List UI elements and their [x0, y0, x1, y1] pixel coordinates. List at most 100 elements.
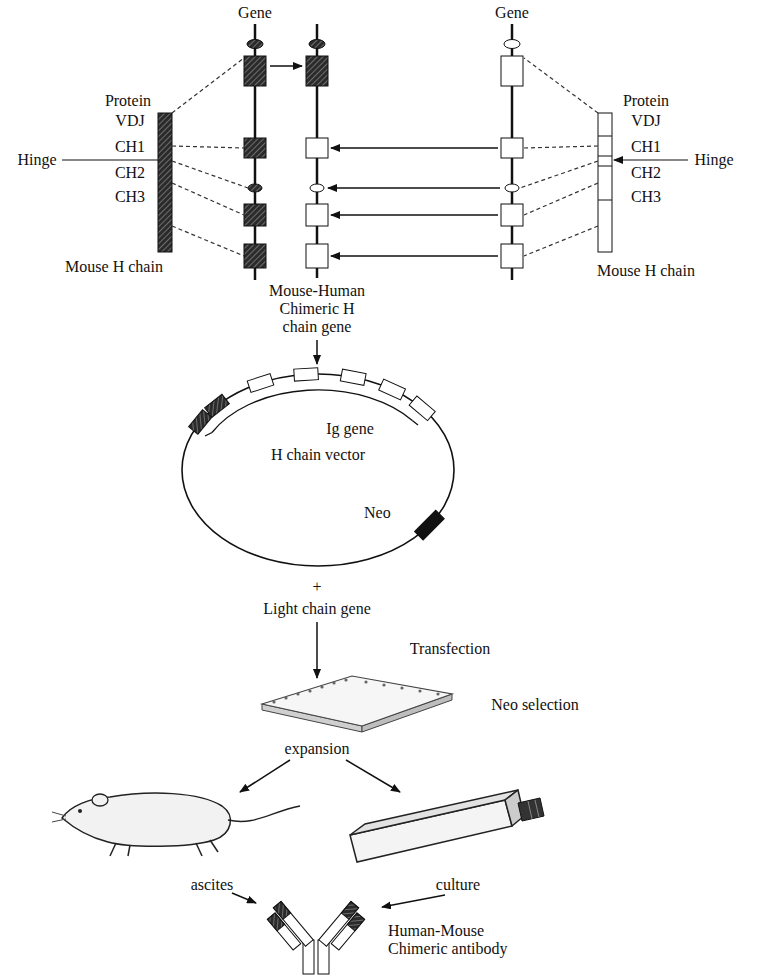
ch1-exon: [306, 138, 328, 158]
plasmid-outline: [181, 373, 455, 567]
variable-region: [267, 913, 284, 931]
culture-plate: [262, 676, 452, 726]
dashed-leader: [524, 183, 598, 215]
domain-label: VDJ: [631, 112, 660, 130]
hinge-pointer: [62, 159, 158, 160]
well-dot: [344, 678, 347, 681]
domain-divider: [598, 200, 612, 201]
leader-exon: [504, 40, 520, 49]
chain-caption: Mouse H chain: [597, 262, 695, 280]
domain-label: CH2: [631, 164, 661, 182]
transfer-arrow: [331, 214, 498, 216]
dashed-leader: [524, 226, 598, 256]
ch3-exon: [501, 244, 523, 268]
ch2-exon: [501, 204, 523, 226]
flask-top: [350, 790, 518, 835]
mouse-ear: [92, 794, 108, 806]
well-dot: [320, 685, 323, 688]
dashed-leader: [172, 183, 244, 215]
step-label: expansion: [285, 740, 350, 758]
mouse-whisker: [52, 819, 66, 822]
well-dot: [436, 692, 439, 695]
domain-divider: [598, 136, 612, 137]
well-dot: [382, 683, 385, 686]
bracket-tick: [205, 433, 212, 437]
mouse-leg: [128, 845, 130, 856]
mouse-tail: [228, 806, 300, 821]
transfer-arrow: [270, 65, 302, 67]
step-label: Transfection: [410, 640, 490, 658]
transfer-arrow: [331, 147, 498, 149]
step-label: Neo selection: [491, 696, 579, 714]
leader-exon: [247, 40, 263, 49]
dashed-leader: [172, 58, 244, 113]
hinge-pointer: [614, 159, 688, 160]
ch3-exon: [244, 244, 266, 268]
ig-gene-bracket: [212, 390, 413, 433]
flow-arrow: [240, 760, 290, 792]
flow-arrow: [316, 622, 318, 678]
flow-arrow: [316, 340, 318, 364]
mouse-leg: [210, 840, 218, 852]
well-dot: [284, 696, 287, 699]
protein-heading: Protein: [105, 92, 151, 110]
vdj-exon: [501, 56, 523, 86]
vdj-exon: [306, 56, 328, 86]
gene-heading: Gene: [495, 4, 529, 22]
mouse-leg: [196, 843, 202, 856]
domain-label: CH1: [115, 138, 145, 156]
hinge-exon: [505, 184, 519, 192]
flow-arrow: [382, 895, 445, 907]
well-dot: [364, 680, 367, 683]
flask-cap: [518, 798, 544, 821]
vdj-exon: [244, 56, 266, 86]
transfer-arrow: [328, 187, 500, 189]
well-dot: [308, 689, 311, 692]
dashed-leader: [172, 226, 244, 256]
chain-caption: Mouse H chain: [65, 258, 163, 276]
protein-bar: [158, 113, 172, 252]
hinge-label: Hinge: [694, 151, 733, 169]
flow-arrow: [346, 760, 400, 792]
mouse-eye: [78, 809, 82, 813]
ch1-exon: [501, 138, 523, 158]
vector-label: H chain vector: [271, 446, 365, 464]
dashed-leaders: [172, 58, 598, 256]
step-label: Light chain gene: [263, 600, 371, 618]
well-dot: [400, 686, 403, 689]
hinge-label: Hinge: [17, 151, 56, 169]
protein-heading: Protein: [623, 92, 669, 110]
transfer-arrow: [331, 255, 498, 257]
mouse-leg: [110, 843, 116, 856]
domain-divider: [598, 166, 612, 167]
hinge-exon: [248, 184, 262, 192]
flask-cap-ridge: [528, 801, 532, 819]
ch1-exon: [244, 138, 266, 158]
step-label: ascites: [191, 876, 234, 894]
mouse-body: [62, 793, 230, 846]
step-label: culture: [436, 876, 480, 894]
gene-segment-label: Ig gene: [326, 420, 374, 438]
domain-label: CH1: [631, 138, 661, 156]
domain-divider: [598, 156, 612, 157]
antibody-arm: [319, 901, 368, 953]
flow-arrow: [232, 893, 256, 903]
hinge-exon: [310, 184, 324, 192]
marker-label: Neo: [364, 504, 391, 522]
dashed-leader: [524, 58, 598, 113]
chimeric-gene-label: Mouse-Human Chimeric H chain gene: [265, 282, 369, 336]
well-dot: [418, 689, 421, 692]
mouse-whisker: [52, 812, 66, 816]
ch2-exon: [244, 204, 266, 226]
dashed-leader: [520, 161, 598, 188]
flask-cap-ridge: [535, 800, 539, 817]
domain-label: CH3: [631, 188, 661, 206]
dashed-leader: [524, 146, 598, 148]
plasmid-vector: Ig gene H chain vectorNeo: [181, 373, 455, 567]
dashed-leader: [172, 161, 248, 188]
well-dot: [296, 692, 299, 695]
variable-region: [347, 913, 364, 931]
antibody-light-chain: [331, 913, 364, 950]
antibody-light-chain: [267, 913, 300, 950]
